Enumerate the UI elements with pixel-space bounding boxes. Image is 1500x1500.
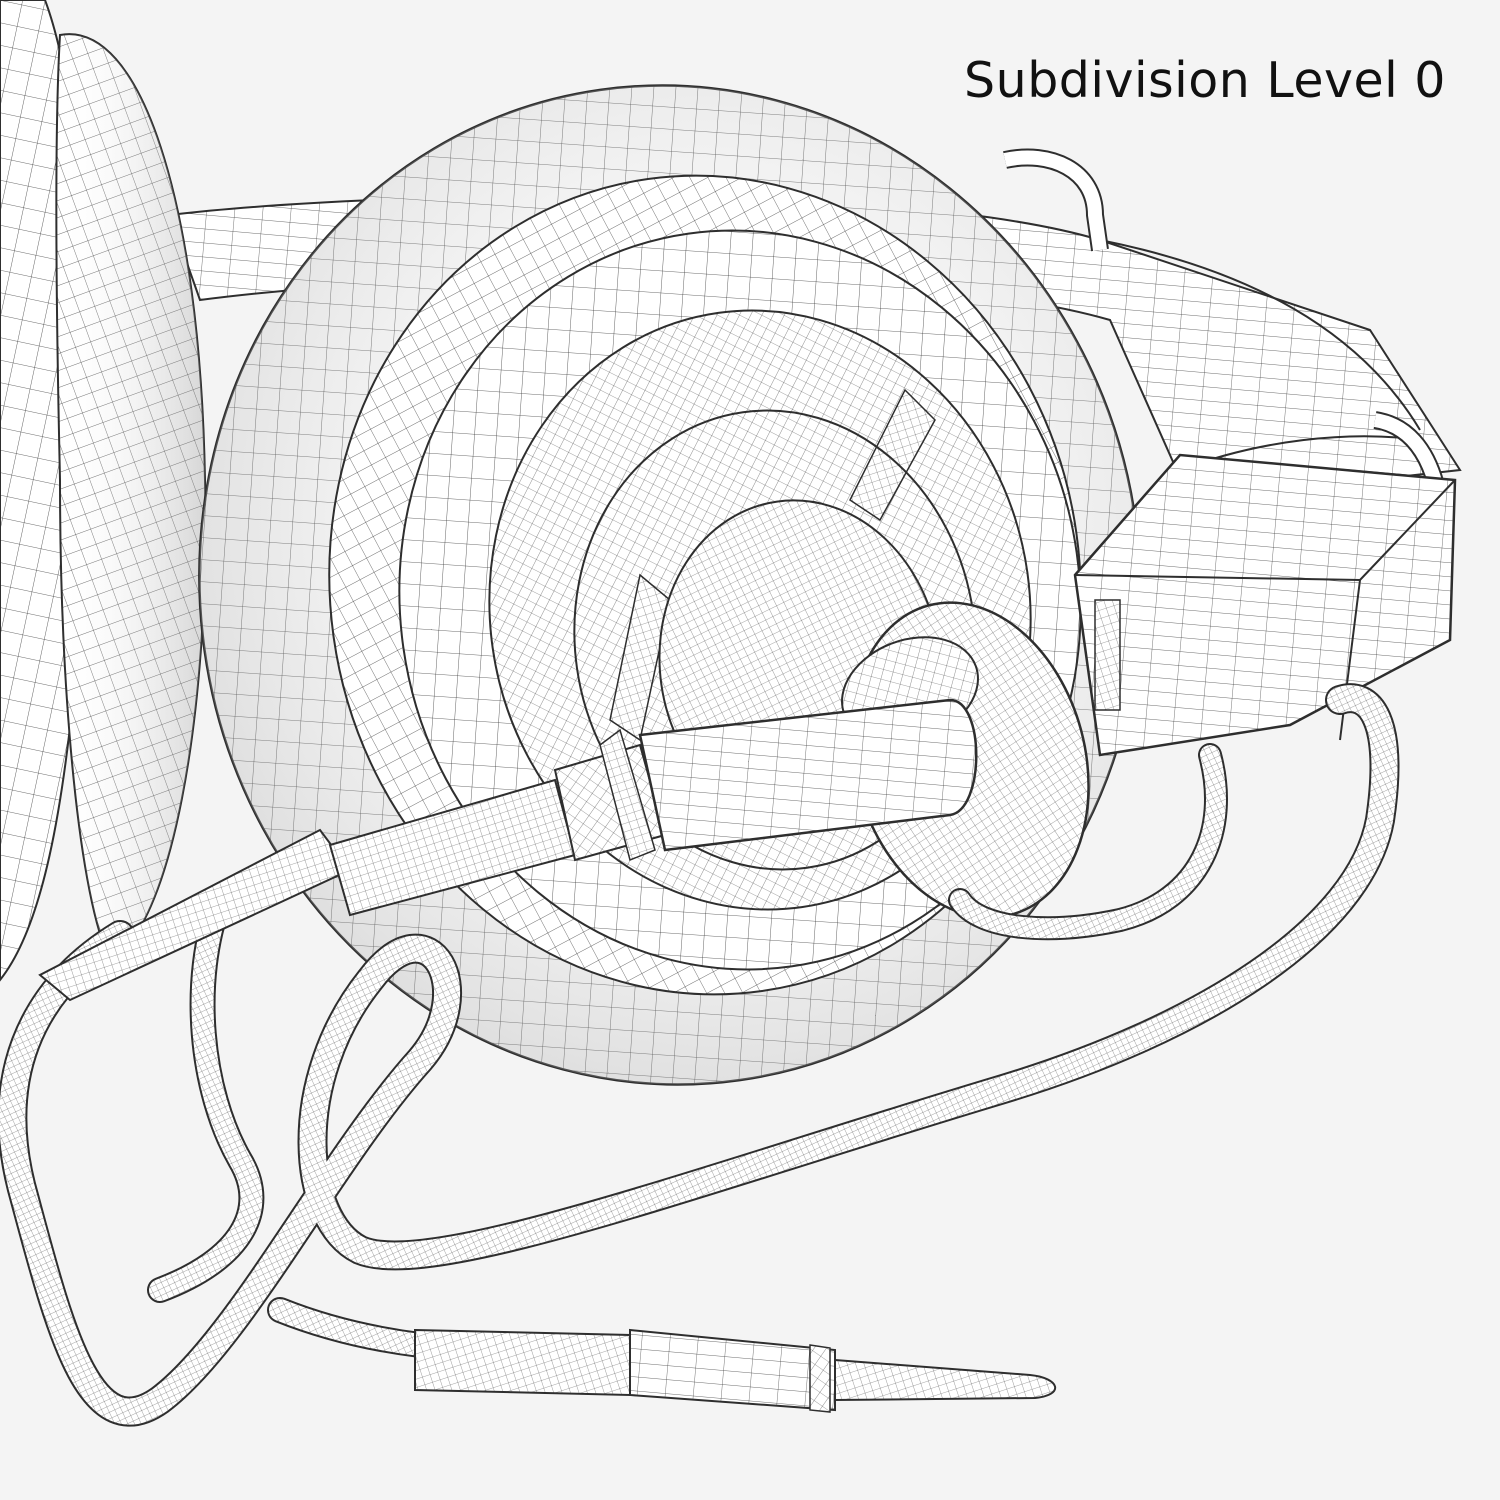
headphone-cable [0,683,1400,1427]
left-ear-cushion [0,0,207,982]
right-ear-cup [198,84,1142,1086]
subdivision-level-label: Subdivision Level 0 [964,52,1446,109]
jack-plug-large [38,698,978,1002]
jack-plug-small [414,1328,1057,1413]
